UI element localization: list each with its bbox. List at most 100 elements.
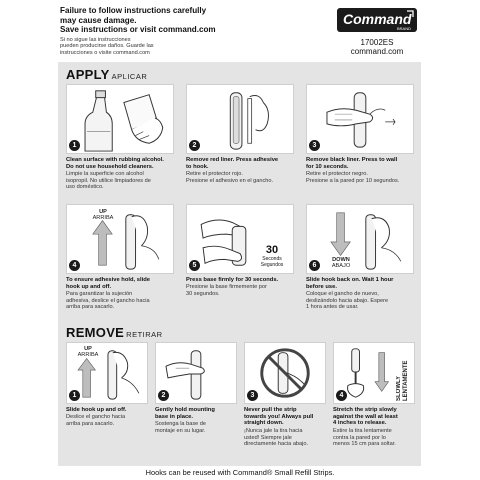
caption-line: towards you! Always pull [244,413,314,420]
caption-line: Clean surface with rubbing alcohol. [66,157,164,163]
caption-line: 4 inches to release. [333,420,387,427]
down-label-es: ABAJO [331,263,351,270]
step-illustration: 3 [306,84,414,154]
down-label: DOWN ABAJO [325,257,357,270]
command-logo: Command BRAND [337,8,417,32]
caption-line: Remove red liner. Press adhesive [186,157,279,163]
caption-line-es: Coloque el gancho de nuevo, [306,291,379,297]
caption-spanish: Para garantizar la sujeción adhesiva, de… [66,291,176,311]
caption-line: base in place. [155,413,194,420]
step-number: 3 [309,140,320,151]
warning-spanish: Si no sigue las instrucciones pueden pro… [60,37,320,57]
step-number: 1 [69,140,80,151]
caption-english: Never pull the strip towards you! Always… [244,407,328,427]
caption-line: Slide hook back on. Wait 1 hour [306,277,394,283]
caption-line: hook up and off. [66,283,112,290]
step-number: 3 [247,390,258,401]
down-arrow-icon [330,212,351,257]
caption-line: Stretch the strip slowly [333,407,397,413]
up-label: UP ARRIBA [87,209,119,222]
step-number: 2 [158,390,169,401]
apply-step-5: 30 Seconds Segundos 5 Press base firmly … [186,204,296,322]
press-base-icon [200,219,247,266]
logo-sub: BRAND [397,26,411,31]
up-label-en: UP [84,346,92,352]
apply-title: APPLY [66,67,110,82]
footer: Hooks can be reused with Command® Small … [0,466,480,480]
remove-title: REMOVE [66,325,125,340]
caption-spanish: ¡Nunca jale la tira hacia usted! Siempre… [244,428,328,448]
caption-line-es: Presione el adhesivo en el gancho. [186,177,274,184]
step-number: 2 [189,140,200,151]
caption-line-es: directamente hacia abajo. [244,441,309,447]
seconds-timer: 30 Seconds Segundos [253,244,291,269]
caption-line-es: deslizándolo hacia abajo. Espere [306,297,389,304]
slowly-en: SLOWLY [396,375,402,401]
warning-block: Failure to follow instructions carefully… [60,6,320,57]
caption-line: Remove black liner. Press to wall [306,157,398,163]
step-number: 5 [189,260,200,271]
warning-line-es: instrucciones o visite command.com [60,49,150,56]
caption-line-es: Sostenga la base de [155,421,207,427]
remove-step-4: SLOWLY LENTAMENTE 4 Stretch the strip sl… [333,342,417,462]
seconds-number: 30 [265,244,279,256]
remove-step-1: UP ARRIBA 1 Slide hook up and off. Desli… [66,342,150,462]
caption-line-es: 30 segundos. [186,290,220,297]
website: command.com [350,47,404,56]
warning-english: Failure to follow instructions carefully… [60,6,320,35]
alcohol-bottle-icon [84,90,164,152]
remove-slide-up-icon [77,350,140,400]
caption-line-es: isopropil. No utilice limpiadores de [66,177,151,184]
apply-step-3: 3 Remove black liner. Press to wall for … [306,84,416,202]
footer-text: Hooks can be reused with Command® Small … [145,468,335,477]
caption-line: to hook. [186,163,209,170]
step-illustration: UP ARRIBA 4 [66,204,174,274]
caption-line: Gently hold mounting [155,407,215,413]
remove-step-3: 3 Never pull the strip towards you! Alwa… [244,342,328,462]
logo-text: Command [343,11,412,27]
caption-line-es: menos 15 cm para soltar. [333,441,396,447]
header: Failure to follow instructions carefully… [0,0,480,60]
part-number: 17002ES [360,38,394,47]
caption-line-es: arriba para sacarlo. [66,420,115,427]
apply-step-6: DOWN ABAJO 6 Slide hook back on. Wait 1 … [306,204,416,322]
up-arrow-icon [92,220,113,266]
up-arrow-icon [77,358,96,398]
caption-line-es: Limpie la superficie con alcohol [66,171,144,177]
caption-line-es: usted! Siempre jale [244,434,292,441]
up-label-en: UP [99,209,107,215]
caption-line-es: montaje en su lugar. [155,427,206,434]
step-illustration: SLOWLY LENTAMENTE 4 [333,342,415,404]
caption-line: Press base firmly for 30 seconds. [186,277,279,283]
caption-line-es: Retire el protector rojo. [186,171,243,177]
warning-line-es: pueden producirse daños. Guarde las [60,43,154,50]
seconds-en: Seconds [262,256,282,262]
product-id: 17002ES command.com [342,38,412,56]
caption-line-es: Presione la base firmemente por [186,284,267,290]
remove-subtitle: RETIRAR [126,330,163,339]
apply-step-2: 2 Remove red liner. Press adhesive to ho… [186,84,296,202]
step-number: 4 [69,260,80,271]
caption-english: Press base firmly for 30 seconds. [186,277,296,284]
caption-line: Do not use household cleaners. [66,163,154,170]
caption-line-es: Presione a la pared por 10 segundos. [306,177,400,184]
step-number: 6 [309,260,320,271]
caption-spanish: Sostenga la base de montaje en su lugar. [155,421,239,434]
caption-spanish: Estire la tira lentamente contra la pare… [333,428,419,448]
caption-line-es: adhesiva, deslice el gancho hacia [66,297,150,304]
warning-line: Save instructions or visit command.com [60,25,216,35]
caption-line: for 10 seconds. [306,163,349,170]
slowly-es: LENTAMENTE [403,360,409,401]
seconds-es: Segundos [260,262,284,268]
caption-line-es: uso doméstico. [66,184,104,190]
slide-hook-down-icon [330,212,402,270]
up-label-es: ARRIBA [92,215,114,222]
step-illustration: DOWN ABAJO 6 [306,204,414,274]
step-number: 4 [336,390,347,401]
caption-english: Remove black liner. Press to wall for 10… [306,157,416,170]
down-arrow-icon [374,352,390,392]
caption-line: Slide hook up and off. [66,407,127,413]
